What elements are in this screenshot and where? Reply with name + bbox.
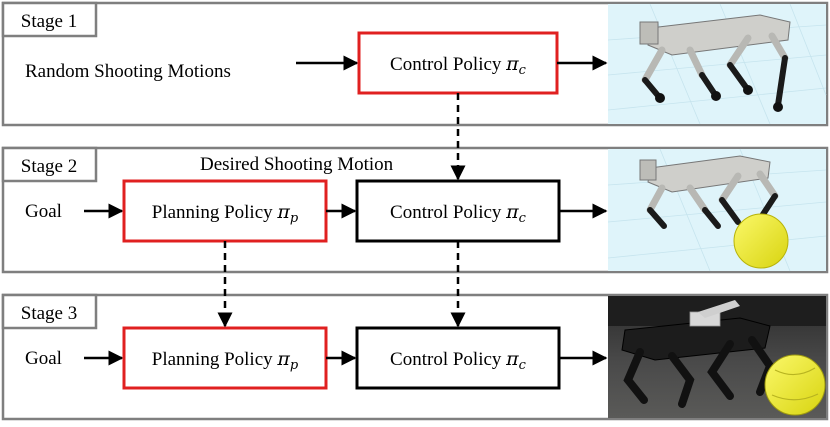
stage-3-label: Stage 3 <box>21 303 77 324</box>
stage-1-label-box <box>1 1 98 38</box>
stage-3-planning-policy-label: Planning Policy πp <box>152 348 299 373</box>
stage-3-control-policy-label: Control Policy πc <box>390 348 527 373</box>
stage-3-frame <box>1 293 829 421</box>
stage-3-control-policy-box <box>355 326 561 390</box>
stage-1-simulation-image <box>607 3 827 125</box>
stage-2-frame <box>1 146 829 274</box>
stage-3-ball <box>764 354 826 416</box>
stage-2-planning-policy-box <box>122 179 328 243</box>
stage-1-frame <box>1 1 829 127</box>
stage-2-panel: Stage 2 Desired Shooting Motion Goal Pla… <box>1 146 829 274</box>
stage-2-label: Stage 2 <box>21 156 77 177</box>
stage-1-control-policy-label: Control Policy πc <box>390 53 527 78</box>
stage-2-goal-text: Goal <box>25 201 62 222</box>
stage-2-control-policy-label: Control Policy πc <box>390 201 527 226</box>
stage-3-planning-policy-box <box>122 326 328 390</box>
dashed-connectors <box>217 93 466 328</box>
stage-2-label-box <box>1 146 98 183</box>
stage-3-panel: Stage 3 Goal Planning Policy πp Control … <box>1 293 829 421</box>
stage-3-goal-text: Goal <box>25 348 62 369</box>
stage-3-real-robot-photo <box>608 296 826 418</box>
desired-shooting-motion-annotation: Desired Shooting Motion <box>200 154 394 175</box>
stage-3-label-box <box>1 293 98 330</box>
stage-1-panel: Stage 1 Random Shooting Motions Control … <box>1 1 829 127</box>
stage-2-simulation-image <box>607 148 827 272</box>
stage-1-input-text: Random Shooting Motions <box>25 61 231 82</box>
stage-2-planning-policy-label: Planning Policy πp <box>152 201 299 226</box>
stage-1-label: Stage 1 <box>21 11 77 32</box>
stage-2-ball <box>733 213 789 269</box>
